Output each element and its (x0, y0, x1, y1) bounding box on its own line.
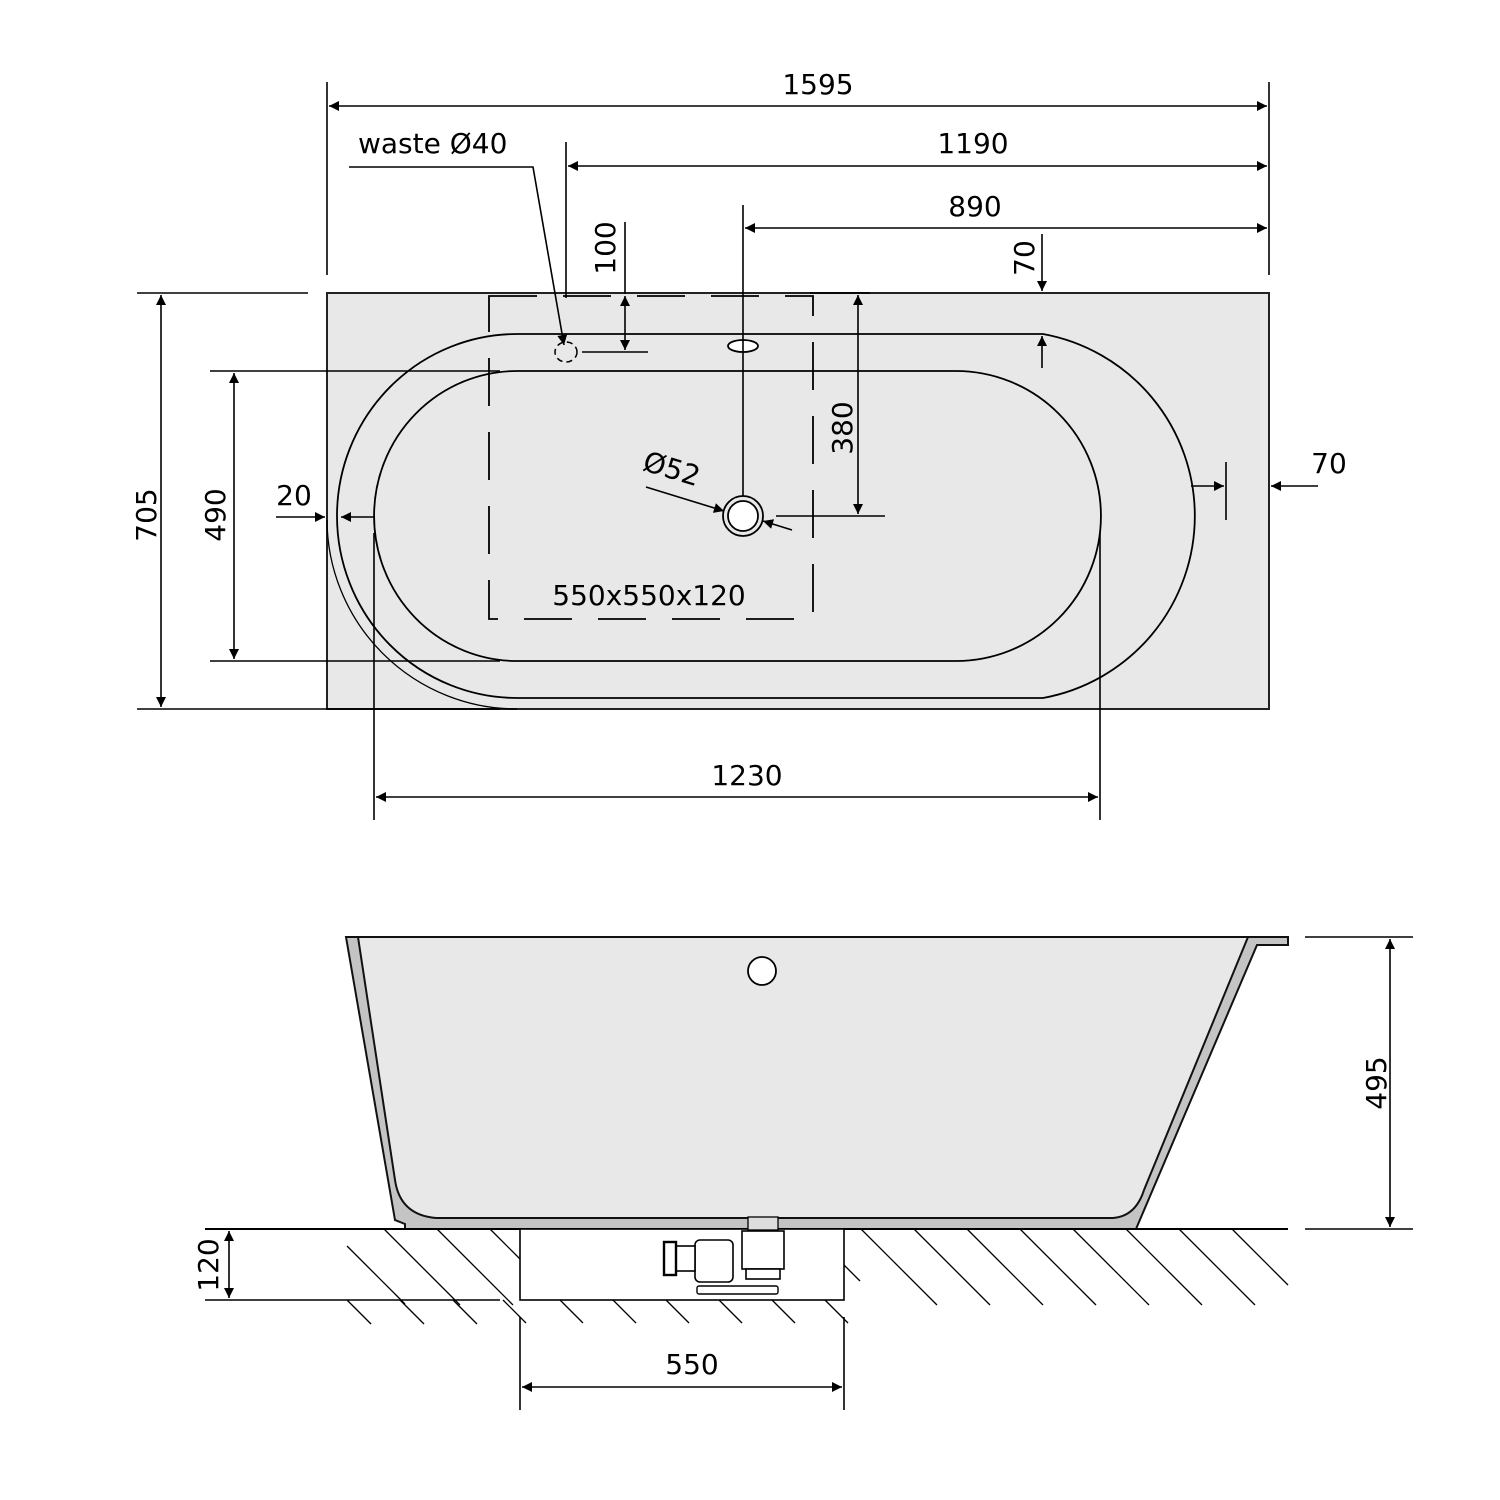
overflow-hole-side (747, 956, 777, 986)
dim-drain-offset: 380 (826, 401, 859, 454)
dim-right-rim: 70 (1311, 447, 1347, 480)
dim-recess-width: 550 (665, 1348, 718, 1381)
dim-top-rim: 70 (1008, 240, 1041, 276)
left-edge-arc (326, 519, 518, 710)
top-view: 1595 1190 890 waste Ø40 100 70 380 Ø52 (130, 68, 1347, 820)
dim-height: 495 (1360, 1056, 1393, 1109)
floor-hatching (346, 1228, 1289, 1325)
recess-label: 550x550x120 (552, 579, 745, 612)
dim-inner-length: 1230 (711, 759, 782, 792)
dim-left-rim: 20 (276, 479, 312, 512)
dim-overflow-to-right: 890 (948, 190, 1001, 223)
floor-recess (519, 1228, 845, 1301)
dim-overall-length: 1595 (782, 68, 853, 101)
waste-label: waste Ø40 (358, 127, 507, 160)
dim-overflow-offset: 100 (589, 221, 622, 274)
dim-overall-width: 705 (130, 488, 163, 541)
waste-hole (554, 341, 578, 363)
dim-inner-width: 490 (199, 488, 232, 541)
tub-interior (356, 936, 1250, 1219)
waste-siphon (662, 1216, 785, 1295)
side-view: 495 120 550 (192, 936, 1413, 1410)
dim-waste-to-right: 1190 (937, 127, 1008, 160)
waste-leader (349, 166, 568, 346)
recess-outline (488, 295, 814, 620)
dim-recess-depth: 120 (192, 1238, 225, 1291)
drain-hole (727, 500, 759, 532)
